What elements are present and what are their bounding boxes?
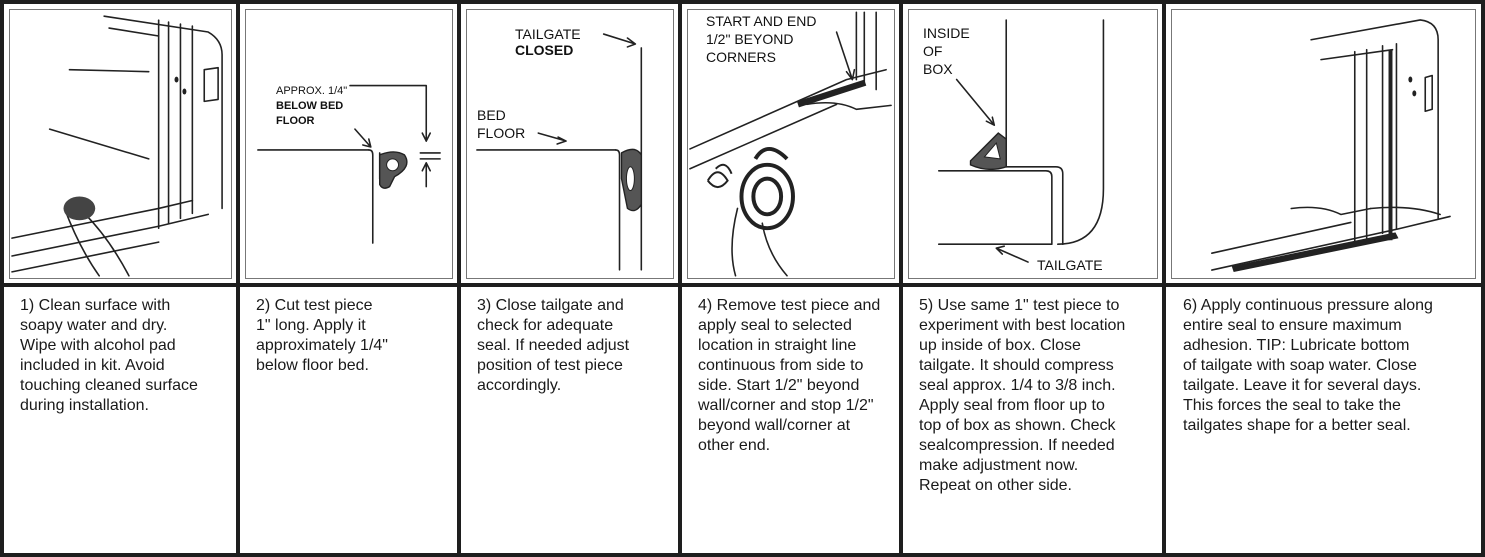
step-6-illustration bbox=[1171, 9, 1476, 279]
step-4-label: 1/2" BEYOND bbox=[706, 30, 816, 48]
step-5-illustration: INSIDE OF BOX TAILGATE bbox=[908, 9, 1158, 279]
step-2-label: FLOOR bbox=[276, 114, 347, 129]
step-2-illustration: APPROX. 1/4" BELOW BED FLOOR bbox=[245, 9, 453, 279]
step-2-label: BELOW BED bbox=[276, 99, 347, 114]
step-5-caption: 5) Use same 1" test piece to experiment … bbox=[919, 296, 1159, 496]
step-2-caption: 2) Cut test piece 1" long. Apply it appr… bbox=[256, 296, 451, 376]
step-2-drawing bbox=[246, 10, 452, 278]
step-6-caption: 6) Apply continuous pressure along entir… bbox=[1183, 296, 1478, 436]
step-6-drawing bbox=[1172, 10, 1475, 278]
column-divider bbox=[457, 0, 461, 557]
step-1-illustration bbox=[9, 9, 232, 279]
step-3-label: TAILGATE bbox=[515, 26, 581, 42]
column-divider bbox=[899, 0, 903, 557]
step-4-caption: 4) Remove test piece and apply seal to s… bbox=[698, 296, 893, 456]
step-1-drawing bbox=[10, 10, 231, 278]
step-5-label: TAILGATE bbox=[1037, 256, 1103, 274]
step-3-caption: 3) Close tailgate and check for adequate… bbox=[477, 296, 672, 396]
step-5-label: INSIDE bbox=[923, 24, 970, 42]
step-5-label: OF bbox=[923, 42, 970, 60]
column-divider bbox=[1162, 0, 1166, 557]
column-divider bbox=[678, 0, 682, 557]
step-3-label-top: TAILGATE CLOSED bbox=[515, 26, 581, 58]
step-1-caption: 1) Clean surface with soapy water and dr… bbox=[20, 296, 230, 416]
step-5-label-block: INSIDE OF BOX bbox=[923, 24, 970, 78]
step-3-label: BED bbox=[477, 106, 525, 124]
step-4-label: START AND END bbox=[706, 12, 816, 30]
step-3-label: FLOOR bbox=[477, 124, 525, 142]
step-3-illustration: TAILGATE CLOSED BED FLOOR bbox=[466, 9, 674, 279]
step-3-label: CLOSED bbox=[515, 42, 581, 58]
row-divider bbox=[0, 283, 1485, 287]
step-4-illustration: START AND END 1/2" BEYOND CORNERS bbox=[687, 9, 895, 279]
step-5-label: BOX bbox=[923, 60, 970, 78]
step-4-label-block: START AND END 1/2" BEYOND CORNERS bbox=[706, 12, 816, 66]
step-2-label: APPROX. 1/4" bbox=[276, 84, 347, 99]
step-3-label-left: BED FLOOR bbox=[477, 106, 525, 142]
step-2-label-block: APPROX. 1/4" BELOW BED FLOOR bbox=[276, 84, 347, 129]
step-4-label: CORNERS bbox=[706, 48, 816, 66]
column-divider bbox=[236, 0, 240, 557]
